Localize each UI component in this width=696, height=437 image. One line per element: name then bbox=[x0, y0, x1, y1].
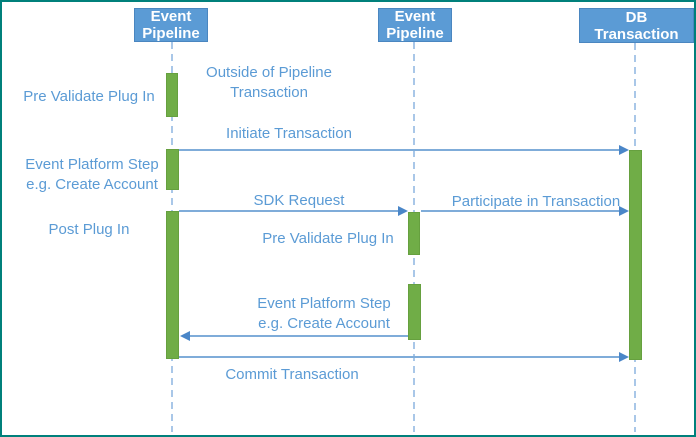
actor-box-db-transaction: DB Transaction bbox=[579, 8, 694, 43]
activation-post-plugin bbox=[166, 211, 179, 359]
message-line-return bbox=[190, 335, 408, 337]
actor-label: Event bbox=[394, 8, 436, 25]
actor-label: Event bbox=[150, 8, 192, 25]
message-label-commit-transaction: Commit Transaction bbox=[225, 366, 359, 383]
note-line: e.g. Create Account bbox=[258, 315, 390, 332]
actor-label: DB bbox=[625, 8, 648, 26]
activation-event-platform-step-1 bbox=[166, 149, 179, 190]
actor-box-event-pipeline-1: Event Pipeline bbox=[134, 8, 208, 42]
message-label-initiate-transaction: Initiate Transaction bbox=[226, 125, 352, 142]
note-line: Event Platform Step bbox=[257, 295, 391, 312]
arrow-right-icon bbox=[619, 206, 629, 216]
note-line: Outside of Pipeline bbox=[206, 64, 332, 81]
actor-label: Pipeline bbox=[142, 25, 200, 42]
message-line-participate-in-transaction bbox=[421, 210, 619, 212]
message-label-sdk-request: SDK Request bbox=[253, 192, 345, 209]
activation-event-platform-step-2 bbox=[408, 284, 421, 340]
activation-db-transaction bbox=[629, 150, 642, 360]
message-line-initiate-transaction bbox=[179, 149, 620, 151]
message-label-participate-in-transaction: Participate in Transaction bbox=[451, 193, 621, 210]
message-line-commit-transaction bbox=[179, 356, 619, 358]
arrow-right-icon bbox=[619, 145, 629, 155]
message-line-sdk-request bbox=[179, 210, 398, 212]
arrow-right-icon bbox=[398, 206, 408, 216]
actor-label: Pipeline bbox=[386, 25, 444, 42]
note-post-plugin: Post Plug In bbox=[48, 221, 130, 238]
activation-pre-validate-plugin-1 bbox=[166, 73, 178, 117]
note-event-platform-step-left: Event Platform Step e.g. Create Account bbox=[12, 155, 172, 195]
note-line: Transaction bbox=[230, 84, 308, 101]
activation-pre-validate-plugin-2 bbox=[408, 212, 420, 255]
note-outside-of-pipeline-transaction: Outside of Pipeline Transaction bbox=[189, 63, 349, 103]
note-event-platform-step-mid: Event Platform Step e.g. Create Account bbox=[244, 294, 404, 334]
arrow-right-icon bbox=[619, 352, 629, 362]
arrow-left-icon bbox=[180, 331, 190, 341]
actor-box-event-pipeline-2: Event Pipeline bbox=[378, 8, 452, 42]
note-pre-validate-plugin-left: Pre Validate Plug In bbox=[23, 88, 155, 105]
note-pre-validate-plugin-mid: Pre Validate Plug In bbox=[262, 230, 394, 247]
note-line: e.g. Create Account bbox=[26, 176, 158, 193]
actor-label: Transaction bbox=[594, 25, 679, 43]
note-line: Event Platform Step bbox=[25, 156, 159, 173]
